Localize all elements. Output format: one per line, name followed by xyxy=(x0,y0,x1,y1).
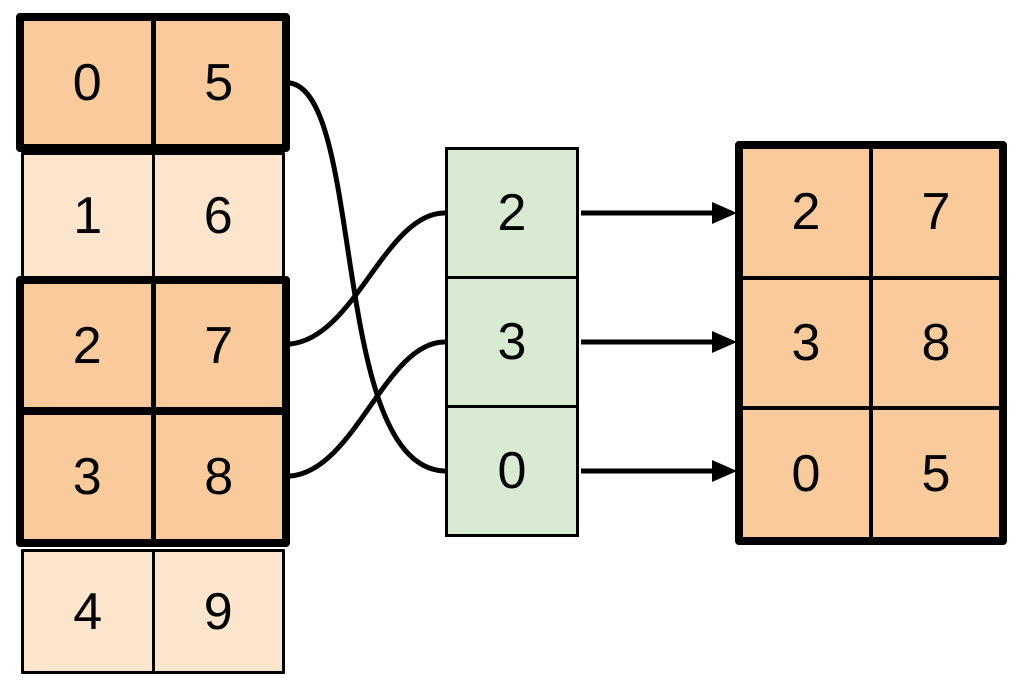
index-column: 2 3 0 xyxy=(445,147,579,537)
result-cell: 8 xyxy=(921,314,951,372)
source-row-0: 0 5 xyxy=(16,13,290,152)
index-cell-2: 0 xyxy=(448,405,576,534)
source-cell: 0 xyxy=(24,21,156,144)
arrow-index0-to-result0 xyxy=(581,202,737,224)
source-cell: 2 xyxy=(24,284,156,407)
source-cell: 5 xyxy=(204,53,234,112)
result-cell: 5 xyxy=(921,444,951,503)
arrowhead-icon xyxy=(712,460,737,482)
result-cell: 3 xyxy=(743,279,873,407)
source-cell: 7 xyxy=(204,316,234,375)
curve-source0-to-index2 xyxy=(287,80,447,474)
index-cell-1: 3 xyxy=(448,276,576,405)
index-cell-0: 2 xyxy=(497,184,527,242)
source-row-2: 2 7 xyxy=(16,276,290,415)
result-row-0: 2 7 xyxy=(743,149,999,276)
source-cell: 6 xyxy=(203,187,233,245)
arrowhead-icon xyxy=(712,202,737,224)
result-table: 2 7 3 8 0 5 xyxy=(735,141,1007,545)
source-cell: 4 xyxy=(24,552,155,671)
source-cell: 3 xyxy=(24,415,156,539)
arrow-index1-to-result1 xyxy=(581,331,737,353)
result-row-2: 0 5 xyxy=(743,406,999,538)
source-row-3: 3 8 xyxy=(16,407,290,547)
curve-source2-to-index0 xyxy=(287,210,447,347)
source-cell: 1 xyxy=(24,155,155,277)
result-row-1: 3 8 xyxy=(743,275,999,407)
result-cell: 7 xyxy=(921,183,951,242)
curve-source3-to-index1 xyxy=(287,339,447,479)
source-row-4: 4 9 xyxy=(21,549,285,674)
arrowhead-icon xyxy=(712,331,737,353)
source-cell: 9 xyxy=(203,582,233,641)
result-cell: 2 xyxy=(743,149,873,276)
arrow-index2-to-result2 xyxy=(581,460,737,482)
source-row-1: 1 6 xyxy=(21,152,285,280)
source-cell: 8 xyxy=(204,448,234,506)
result-cell: 0 xyxy=(743,410,873,538)
